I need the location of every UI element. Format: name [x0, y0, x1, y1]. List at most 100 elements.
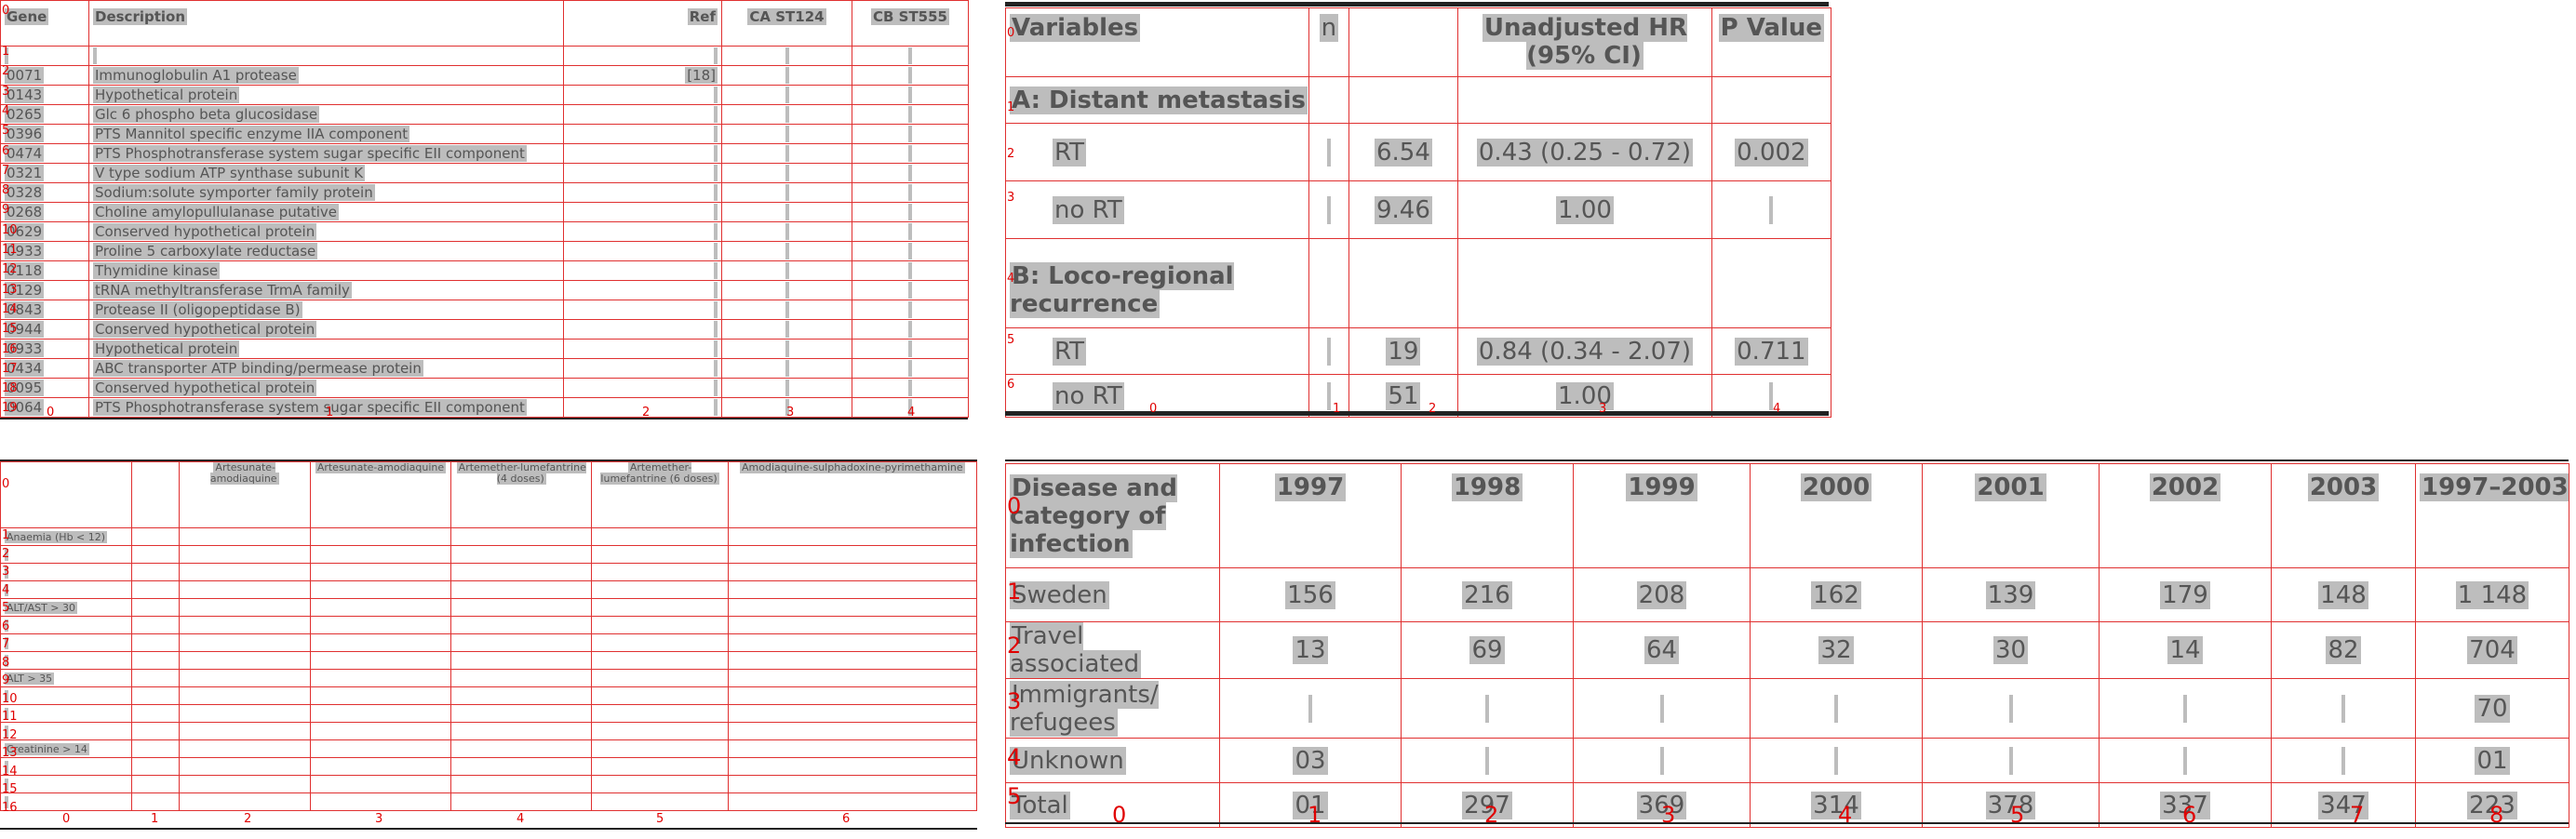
adverse-events-table-panel: Artesunate-amodiaquine Artesunate-amodia…: [0, 459, 978, 832]
ca-value-cell: [785, 165, 789, 181]
value-cell: [450, 527, 593, 546]
value-cell: [450, 616, 593, 634]
gene-cell: 0143: [5, 87, 45, 103]
gene-cell: [5, 47, 8, 64]
value-cell: [309, 527, 452, 546]
table-row: [0, 686, 978, 705]
table-row: [0, 722, 978, 740]
description-cell: V type sodium ATP synthase subunit K: [93, 165, 366, 181]
value-cell: [450, 775, 593, 793]
gene-cell: 0071: [5, 67, 45, 84]
value-cell: [450, 545, 593, 564]
row-label-cell: [5, 654, 8, 667]
description-cell: Glc 6 phospho beta glucosidase: [93, 106, 320, 123]
ref-cell: [714, 126, 718, 142]
description-cell: PTS Phosphotransferase system sugar spec…: [93, 399, 527, 416]
table-row: ALT > 35: [0, 669, 978, 687]
value-cell: [178, 669, 311, 687]
table-header-row: Artesunate-amodiaquine Artesunate-amodia…: [0, 461, 978, 528]
column-header: Ref: [687, 8, 718, 25]
value-cell: [178, 686, 311, 705]
description-cell: Conserved hypothetical protein: [93, 223, 317, 240]
ref-cell: [714, 223, 718, 240]
value-cell: [309, 775, 452, 793]
index-label: 4: [1838, 802, 1853, 828]
ca-value-cell: [785, 262, 789, 279]
index-label: 4: [2, 103, 10, 118]
n-cell: [1326, 381, 1331, 410]
description-cell: Protease II (oligopeptidase B): [93, 301, 302, 318]
value-cell: [591, 651, 729, 670]
count-cell: 14: [2167, 636, 2203, 664]
value-cell: [131, 527, 180, 546]
value-cell: [727, 722, 978, 740]
column-header: Gene: [5, 8, 49, 25]
value-cell: [727, 598, 978, 617]
value-cell: [727, 616, 978, 634]
index-label: 0: [2, 477, 10, 491]
count-cell: 30: [1992, 636, 2029, 664]
value-cell: [450, 563, 593, 581]
value-cell: [178, 739, 311, 758]
events-cell: 19: [1386, 337, 1421, 366]
table-bottom-rule: [1005, 411, 1829, 416]
gene-cell: 0933: [5, 340, 45, 357]
value-cell: [450, 580, 593, 599]
count-cell: [1834, 694, 1838, 723]
count-cell: [2341, 746, 2345, 775]
row-label-cell: [5, 778, 8, 791]
value-cell: [591, 739, 729, 758]
row-label-cell: [5, 636, 8, 649]
value-cell: [591, 527, 729, 546]
table-row: [0, 633, 978, 652]
section-row: A: Distant metastasis: [1005, 76, 1832, 124]
value-cell: [309, 545, 452, 564]
cb-value-cell: [908, 262, 912, 279]
index-label: 8: [2, 655, 10, 670]
index-label: 5: [2, 601, 10, 615]
value-cell: [591, 633, 729, 652]
index-label: 1: [1333, 402, 1341, 416]
description-cell: Thymidine kinase: [93, 262, 221, 279]
value-cell: [131, 669, 180, 687]
description-cell: Hypothetical protein: [93, 87, 240, 103]
gene-cell: 0474: [5, 145, 45, 162]
index-label: 14: [2, 301, 18, 316]
count-cell: [1659, 746, 1664, 775]
index-label: 2: [1007, 147, 1015, 161]
value-cell: [591, 545, 729, 564]
value-cell: [727, 651, 978, 670]
count-cell: 216: [1462, 580, 1512, 609]
category-cell: Travel associated: [1010, 622, 1142, 678]
count-cell: 148: [2318, 580, 2368, 609]
column-header: 2001: [1975, 473, 2046, 501]
index-label: 7: [2, 637, 10, 651]
count-cell: 03: [1293, 746, 1328, 775]
n-cell: [1326, 195, 1331, 224]
table-bottom-rule: [0, 418, 968, 420]
table-top-rule: [1005, 459, 2569, 461]
index-label: 13: [2, 282, 18, 297]
index-label: 15: [2, 782, 18, 796]
hr-cell: 1.00: [1556, 195, 1614, 224]
value-cell: [727, 704, 978, 723]
index-label: 13: [2, 746, 18, 760]
variable-cell: no RT: [1053, 195, 1124, 224]
value-cell: [309, 757, 452, 776]
index-label: 3: [1599, 402, 1607, 416]
ref-cell: [714, 340, 718, 357]
value-cell: [727, 739, 978, 758]
value-cell: [131, 686, 180, 705]
gene-cell: 0629: [5, 223, 45, 240]
gene-cell: 0843: [5, 301, 45, 318]
value-cell: [131, 633, 180, 652]
count-cell: 369: [1636, 791, 1687, 819]
index-label: 3: [786, 406, 795, 420]
index-label: 1: [1007, 579, 1022, 605]
count-cell: 208: [1636, 580, 1687, 609]
table-row: no RT 51 1.00: [1005, 374, 1832, 418]
